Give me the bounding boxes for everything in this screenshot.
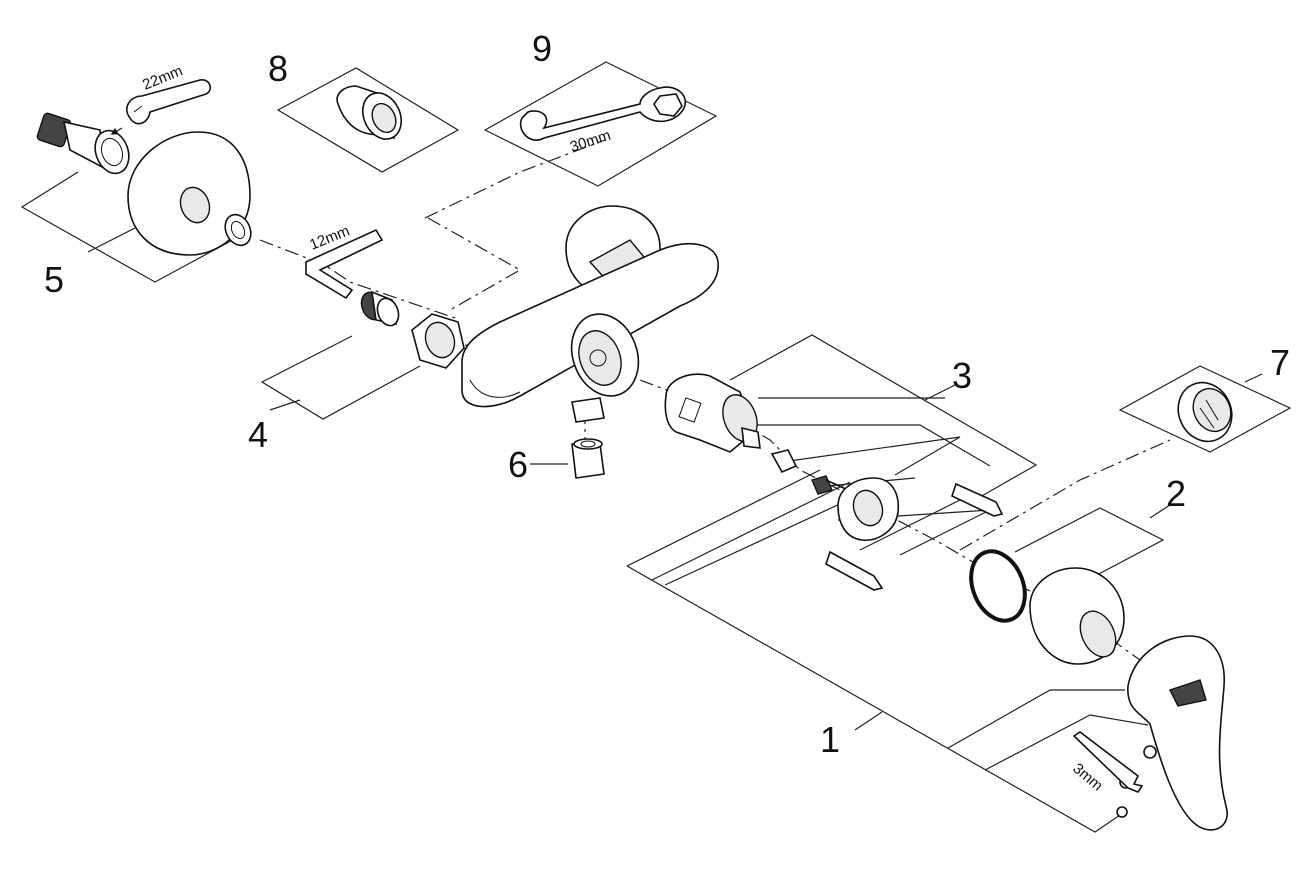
part-label-1: 1 xyxy=(820,719,840,760)
union-nut xyxy=(411,313,465,369)
retaining-plate xyxy=(837,477,900,541)
part-label-9: 9 xyxy=(532,28,552,69)
wall-rosette xyxy=(127,131,251,256)
part-5-adapter-and-rosette: 22mm xyxy=(36,62,252,256)
part-8-sleeve xyxy=(336,85,403,140)
part-7-cap xyxy=(1177,381,1233,443)
part-label-3: 3 xyxy=(952,355,972,396)
hex-key-12mm: 12mm xyxy=(305,222,384,300)
threaded-nipple xyxy=(360,290,400,327)
hex-key-3mm: 3mm xyxy=(1069,731,1144,794)
part-6-aerator xyxy=(530,438,605,479)
part-label-5: 5 xyxy=(44,259,64,300)
part-9-wrench-30mm: 30mm xyxy=(519,86,687,156)
part-2-escutcheon xyxy=(969,549,1125,665)
washer xyxy=(224,213,252,247)
hex-key-3mm-label: 3mm xyxy=(1069,760,1105,794)
part-label-7: 7 xyxy=(1270,342,1290,383)
mixer-body xyxy=(461,205,719,423)
fixing-screws xyxy=(825,482,1004,591)
part-label-4: 4 xyxy=(248,414,268,455)
part-label-8: 8 xyxy=(268,48,288,89)
wrench-30mm-label: 30mm xyxy=(568,127,613,156)
part-number-labels: 5 8 9 4 6 3 7 2 1 xyxy=(44,28,1290,760)
o-ring xyxy=(969,549,1027,623)
spline-adapter xyxy=(36,112,130,175)
cartridge-fittings xyxy=(770,449,849,495)
part-3-cartridge xyxy=(664,373,761,453)
wrench-22mm-icon: 22mm xyxy=(110,62,212,135)
part-4-connection xyxy=(360,290,465,369)
part-label-2: 2 xyxy=(1166,473,1186,514)
part-1-handle: 3mm xyxy=(1069,635,1228,831)
part-label-6: 6 xyxy=(508,444,528,485)
